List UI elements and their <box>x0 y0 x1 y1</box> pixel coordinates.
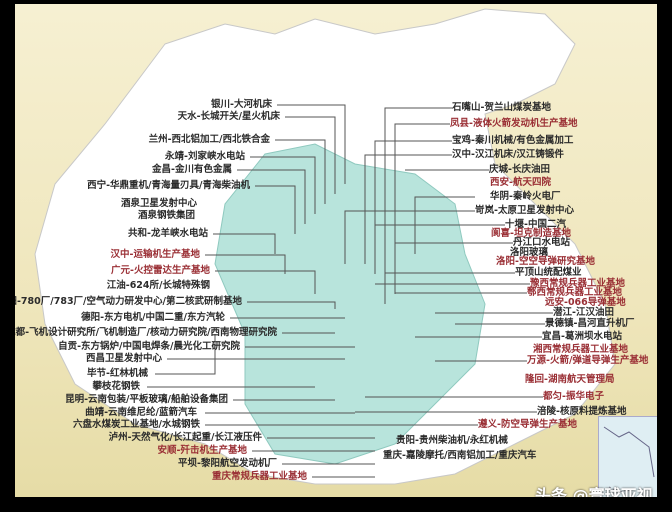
left-map-label: 兰州-西北铝加工/西北铁合金 <box>148 134 270 145</box>
right-map-label: 岢岚-太原卫星发射中心 <box>475 205 574 216</box>
left-map-label: 自贡-东方锅炉/中国电焊条/晨光化工研究院 <box>58 341 240 352</box>
left-map-label: 曲靖-云南维尼纶/蓝箭汽车 <box>85 407 197 418</box>
right-map-label: 隆回-湖南航天管理局 <box>525 374 615 385</box>
left-map-label: 江油-624所/长城特殊钢 <box>106 280 210 291</box>
right-map-label: 华阴-秦岭火电厂 <box>490 191 561 202</box>
left-map-label: 银川-大河机床 <box>211 99 272 110</box>
watermark: 头条 @寰球亚视 <box>535 486 653 497</box>
left-map-label: 成都-飞机设计研究所/飞机制造厂/核动力研究院/西南物理研究院 <box>15 327 277 338</box>
left-map-label: 平坝-黎阳航空发动机厂 <box>178 458 277 469</box>
right-map-label: 宜昌-葛洲坝水电站 <box>542 331 622 342</box>
left-map-label: 西宁-华鼎重机/青海量刃具/青海柴油机 <box>87 180 250 191</box>
left-map-label: 广元-火控雷达生产基地 <box>111 265 210 276</box>
right-map-label: 涪陵-核原料提炼基地 <box>537 406 627 417</box>
right-map-label: 景德镇-昌河直升机厂 <box>545 318 635 329</box>
right-map-label: 遵义-防空导弹生产基地 <box>478 419 577 430</box>
right-map-label: 湘西常规兵器工业基地 <box>533 344 629 355</box>
left-map-label: 金昌-金川有色金属 <box>152 164 232 175</box>
right-map-label: 阆喜-坦克制造基地 <box>491 228 571 239</box>
map-frame: 银川-大河机床天水-长城开关/星火机床兰州-西北铝加工/西北铁合金永靖-刘家峡水… <box>15 4 657 497</box>
right-map-label: 平顶山统配煤业 <box>515 267 582 278</box>
right-map-label: 远安-066导弹基地 <box>545 297 626 308</box>
left-map-label: 泸州-天然气化/长江起重/长江液压件 <box>108 432 262 443</box>
leader-lines <box>147 104 553 478</box>
left-map-label: 汉中-运输机生产基地 <box>110 249 200 260</box>
left-map-label: 酒泉卫星发射中心 <box>120 198 197 209</box>
left-map-label: 永靖-刘家峡水电站 <box>165 151 245 162</box>
right-map-label: 宝鸡-秦川机械/有色金属加工 <box>452 135 574 146</box>
right-map-label: 鄂西常规兵器工业基地 <box>527 287 623 298</box>
right-map-label: 庆城-长庆油田 <box>489 164 550 175</box>
china-map <box>34 8 616 485</box>
left-map-label: 六盘水煤炭工业基地/水城钢铁 <box>73 419 200 430</box>
right-map-label: 洛阳玻璃 <box>510 247 549 258</box>
left-map-label: 德阳-东方电机/中国二重/东方汽轮 <box>81 312 225 323</box>
right-map-label: 洛阳-空空导弹研究基地 <box>496 256 595 267</box>
right-map-label: 贵阳-贵州柴油机/永红机械 <box>396 435 508 446</box>
right-map-label: 丹江口水电站 <box>513 237 571 248</box>
right-map-label: 西安-航天四院 <box>490 177 551 188</box>
left-map-label: 天水-长城开关/星火机床 <box>177 111 280 122</box>
left-map-label: 酒泉钢铁集团 <box>137 210 195 221</box>
left-map-label: 绵阳-780厂/783厂/空气动力研发中心/第二核武研制基地 <box>15 296 242 307</box>
right-map-label: 潜江-江汉油田 <box>553 307 614 318</box>
right-map-label: 石嘴山-贺兰山煤炭基地 <box>452 102 551 113</box>
left-map-label: 安顺-歼击机生产基地 <box>157 445 247 456</box>
right-map-label: 豫西常规兵器工业基地 <box>530 278 626 289</box>
left-map-label: 重庆常规兵器工业基地 <box>211 471 307 482</box>
left-map-label: 昆明-云南包装/平板玻璃/船舶设备集团 <box>65 394 228 405</box>
right-map-label: 都匀-振华电子 <box>543 391 604 402</box>
right-map-label: 汉中-汉江机床/汉江铸锻件 <box>452 149 564 160</box>
left-map-label: 西昌卫星发射中心 <box>85 353 162 364</box>
left-map-label: 攀枝花钢铁 <box>92 381 140 392</box>
right-map-label: 万源-火箭/弹道导弹生产基地 <box>527 355 649 366</box>
left-map-label: 毕节-红林机械 <box>87 368 148 379</box>
right-map-label: 凤县-液体火箭发动机生产基地 <box>450 118 578 129</box>
right-map-label: 重庆-嘉陵摩托/西南铝加工/重庆汽车 <box>383 450 537 461</box>
south-china-sea-inset-map <box>598 416 657 497</box>
right-map-label: 十堰-中国二汽 <box>505 219 566 230</box>
left-map-label: 共和-龙羊峡水电站 <box>128 228 208 239</box>
